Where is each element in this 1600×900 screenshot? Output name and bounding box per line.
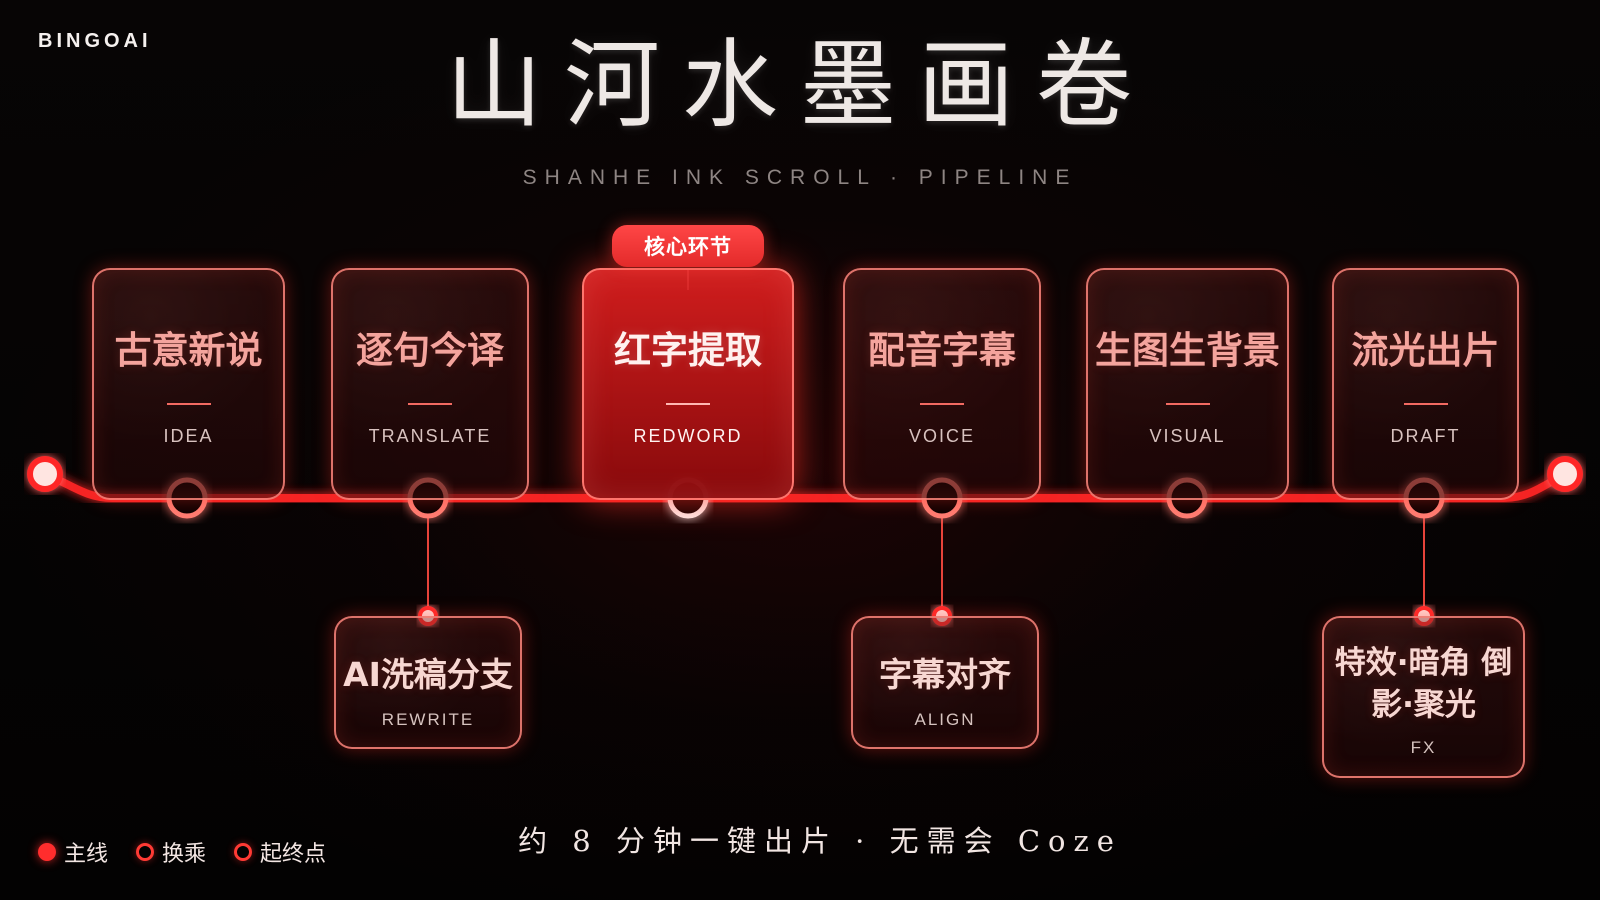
branch-title-fx: 特效·暗角 倒影·聚光 <box>1334 645 1513 723</box>
stage-subtitle-idea: IDEA <box>163 426 214 446</box>
brand-logo-text: BINGOAI <box>38 30 152 52</box>
stage-divider-visual <box>1165 403 1210 405</box>
stage-subtitle-visual: VISUAL <box>1149 426 1226 446</box>
footer-note: 约 8 分钟一键出片 · 无需会 Coze <box>518 824 1122 858</box>
stage-title-draft: 流光出片 <box>1351 329 1500 372</box>
diagram-legend: 主线 换乘 起终点 <box>38 836 326 868</box>
stage-title-visual: 生图生背景 <box>1095 329 1280 372</box>
branch-subtitle-align: ALIGN <box>914 710 976 729</box>
branch-title-align: 字幕对齐 <box>879 655 1011 694</box>
branch-title-rewrite: AI洗稿分支 <box>343 655 513 694</box>
legend-label-terminal: 起终点 <box>260 842 327 867</box>
stage-card-draft: 流光出片 DRAFT <box>1332 268 1519 500</box>
page-subtitle: SHANHE INK SCROLL · PIPELINE <box>522 166 1078 189</box>
stage-subtitle-redword: REDWORD <box>633 426 743 446</box>
stage-divider-voice <box>920 403 964 405</box>
legend-label-main-line: 主线 <box>64 842 109 867</box>
branch-card-fx: 特效·暗角 倒影·聚光 FX <box>1322 616 1525 778</box>
stage-card-voice: 配音字幕 VOICE <box>843 268 1041 500</box>
transfer-legend-icon <box>136 843 155 861</box>
stage-subtitle-voice: VOICE <box>908 426 975 446</box>
end-node-icon <box>1547 456 1583 492</box>
stage-title-redword: 红字提取 <box>614 329 762 372</box>
stage-card-redword: 红字提取 REDWORD <box>582 268 794 500</box>
legend-item-transfer: 换乘 <box>136 836 206 868</box>
stage-card-translate: 逐句今译 TRANSLATE <box>331 268 529 500</box>
legend-item-terminal: 起终点 <box>234 836 326 868</box>
start-node-icon <box>27 456 63 492</box>
stage-card-idea: 古意新说 IDEA <box>92 268 285 500</box>
main-line-legend-icon <box>38 843 56 861</box>
page-title: 山河水墨画卷 <box>446 29 1154 141</box>
stage-title-idea: 古意新说 <box>114 329 263 372</box>
stage-subtitle-draft: DRAFT <box>1390 426 1461 446</box>
stage-title-voice: 配音字幕 <box>868 329 1016 372</box>
stage-divider-idea <box>166 403 211 405</box>
branch-card-align: 字幕对齐 ALIGN <box>851 616 1039 749</box>
branch-card-rewrite: AI洗稿分支 REWRITE <box>334 616 522 749</box>
stage-divider-translate <box>408 403 452 405</box>
legend-label-transfer: 换乘 <box>162 842 207 867</box>
stage-card-visual: 生图生背景 VISUAL <box>1086 268 1289 500</box>
core-stage-badge: 核心环节 <box>612 225 764 267</box>
branch-subtitle-rewrite: REWRITE <box>381 710 475 729</box>
stage-divider-redword <box>666 403 710 405</box>
branch-subtitle-fx: FX <box>1410 738 1437 757</box>
terminal-legend-icon <box>234 843 253 861</box>
stage-title-translate: 逐句今译 <box>356 329 504 372</box>
stage-subtitle-translate: TRANSLATE <box>368 426 492 446</box>
legend-item-main-line: 主线 <box>38 836 108 868</box>
stage-divider-draft <box>1403 403 1448 405</box>
